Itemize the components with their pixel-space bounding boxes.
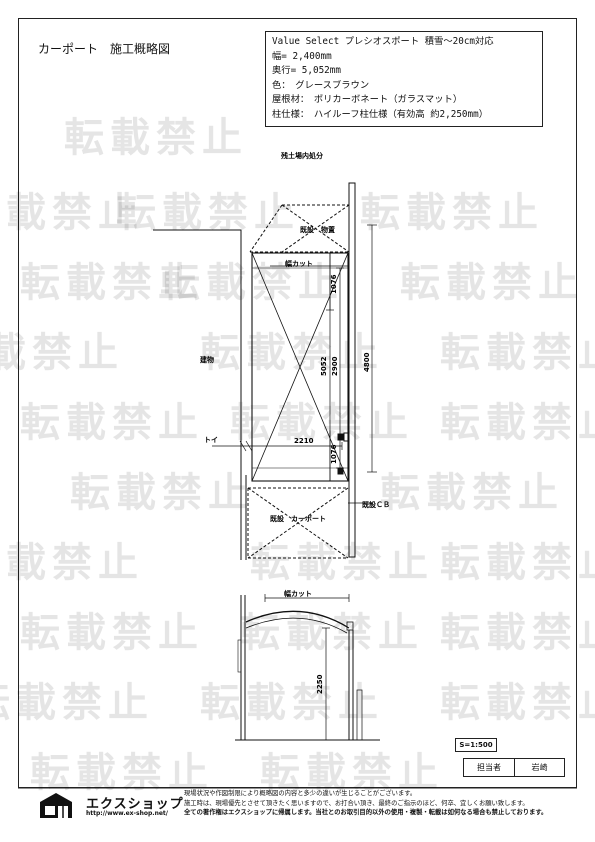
spec-line: 屋根材： ポリカーボネート（ガラスマット）: [272, 94, 463, 106]
spec-line: 色： グレースブラウン: [272, 79, 370, 91]
brand-logo: エクスショップ http://www.ex-shop.net/: [36, 790, 186, 820]
dimension-1076-top: 1076: [330, 274, 338, 294]
dimension-lines: [212, 224, 377, 504]
dimension-2900: 2900: [331, 356, 339, 376]
post-base: [343, 432, 349, 442]
carport-roof: [251, 252, 349, 482]
person-in-charge-name: 岩崎: [531, 763, 548, 772]
dimension-2210: 2210: [294, 437, 314, 445]
spec-line: 奥行= 5,052mm: [272, 65, 341, 77]
width-cut-label: 幅カット: [285, 259, 313, 268]
elevation-width-cut-label: 幅カット: [284, 589, 312, 598]
dimension-1076-bottom: 1076: [330, 444, 338, 464]
existing-carport-label: 既設 カーポート: [270, 514, 326, 523]
existing-carport: [247, 487, 349, 559]
brand-name: エクスショップ: [86, 797, 184, 812]
spec-line: 幅= 2,400mm: [272, 50, 332, 62]
dimension-4800: 4800: [363, 352, 371, 372]
scale-label: S=1:500: [455, 738, 497, 752]
existing-shed-label: 既設 物置: [300, 225, 335, 234]
footer-notes: 現場状況や作図制限により概略図の内容と多少の違いが生じることがございます。 施工…: [184, 789, 547, 818]
footer-note: 施工時は、現場優先とさせて頂きたく思いますので、お打合い頂き、最終のご指示のほど…: [184, 799, 529, 807]
toi-label: トイ: [204, 436, 218, 444]
dimension-5052: 5052: [320, 356, 328, 376]
building-outline: [153, 229, 242, 560]
person-in-charge-label: 担当者: [464, 759, 515, 776]
person-in-charge-box: 担当者 岩崎: [463, 758, 565, 777]
existing-cb-label: 既設ＣＢ: [362, 500, 390, 509]
spec-box: Value Select プレシオスポート 積雪～20cm対応 幅= 2,400…: [265, 31, 543, 127]
document-title: カーポート 施工概略図: [38, 42, 171, 56]
footer-note: 現場状況や作図制限により概略図の内容と多少の違いが生じることがございます。: [184, 790, 417, 797]
elevation-view: [235, 594, 380, 741]
existing-shed: [249, 204, 350, 253]
brand-url: http://www.ex-shop.net/: [86, 810, 168, 817]
building-label: 建物: [200, 355, 214, 364]
footer: エクスショップ http://www.ex-shop.net/ 現場状況や作図制…: [18, 788, 577, 822]
post: [337, 467, 344, 475]
spec-line: Value Select プレシオスポート 積雪～20cm対応: [272, 36, 494, 47]
dimension-2250: 2250: [316, 674, 324, 694]
footer-note: 全ての著作権はエクスショップに帰属します。当社とのお取引目的以外の使用・複製・転…: [184, 809, 548, 817]
house-icon: [40, 793, 72, 818]
existing-cb-wall: [348, 182, 356, 558]
spec-line: 柱仕様： ハイルーフ柱仕様（有効高 約2,250mm）: [272, 108, 489, 120]
soil-disposal-label: 残土場内処分: [281, 151, 323, 160]
post: [337, 433, 344, 441]
